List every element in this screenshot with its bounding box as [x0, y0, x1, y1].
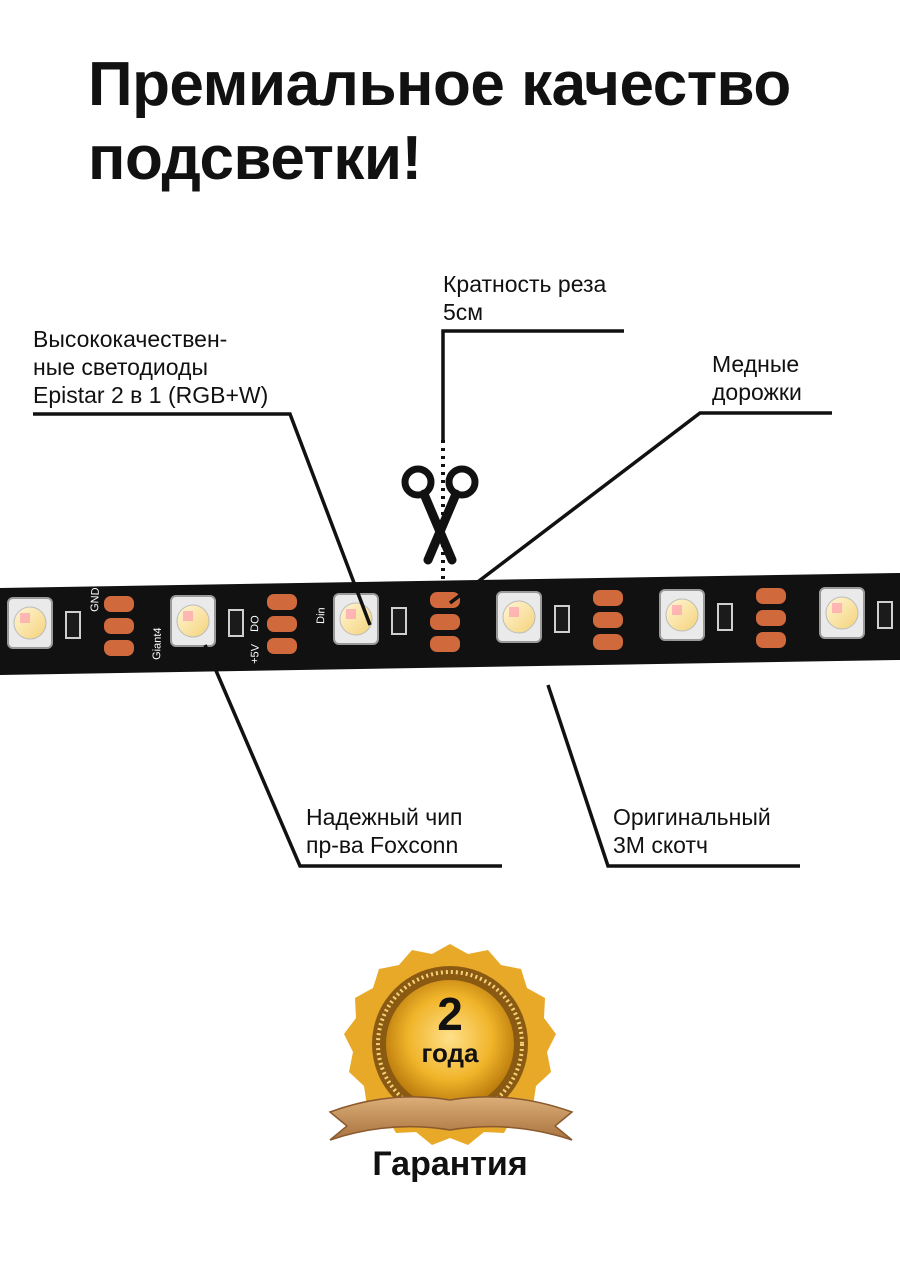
callout-chip-line [203, 644, 502, 868]
strip-segment [7, 596, 134, 656]
strip-mark-do: DO [249, 615, 262, 632]
callout-cut-line [441, 329, 624, 440]
callout-cut-label: Кратность реза 5см [443, 271, 607, 325]
callout-tape-label: Оригинальный 3M скотч [613, 804, 771, 858]
strip-mark-din: Din [315, 607, 328, 624]
copper-pads [104, 596, 134, 656]
callout-copper-label: Медные дорожки [712, 351, 802, 405]
badge-unit: года [422, 1038, 480, 1068]
callout-chip-label: Надежный чип пр-ва Foxconn [306, 804, 463, 858]
strip-mark-gnd: GND [89, 587, 102, 612]
strip-mark-plus5v: +5V [249, 643, 262, 664]
callout-leds-label: Высококачествен- ные светодиоды Epistar … [33, 326, 269, 408]
callout-copper-line [448, 411, 832, 605]
guarantee-caption: Гарантия [372, 1145, 528, 1183]
callout-leds-line [33, 412, 372, 626]
chip [65, 611, 81, 639]
strip-brand-text: Giant4 [151, 627, 164, 660]
badge-years: 2 [437, 988, 463, 1040]
guarantee-badge: 2 года [328, 944, 574, 1145]
scissors-icon [401, 465, 479, 565]
callout-lines [33, 329, 832, 868]
callout-tape-line [546, 684, 800, 868]
led-strip: Giant4 GND +5V DO Din [0, 573, 900, 675]
badge-ribbon [328, 1096, 574, 1141]
page-title: Премиальное качество подсветки! [88, 50, 791, 193]
led-package [7, 597, 53, 649]
